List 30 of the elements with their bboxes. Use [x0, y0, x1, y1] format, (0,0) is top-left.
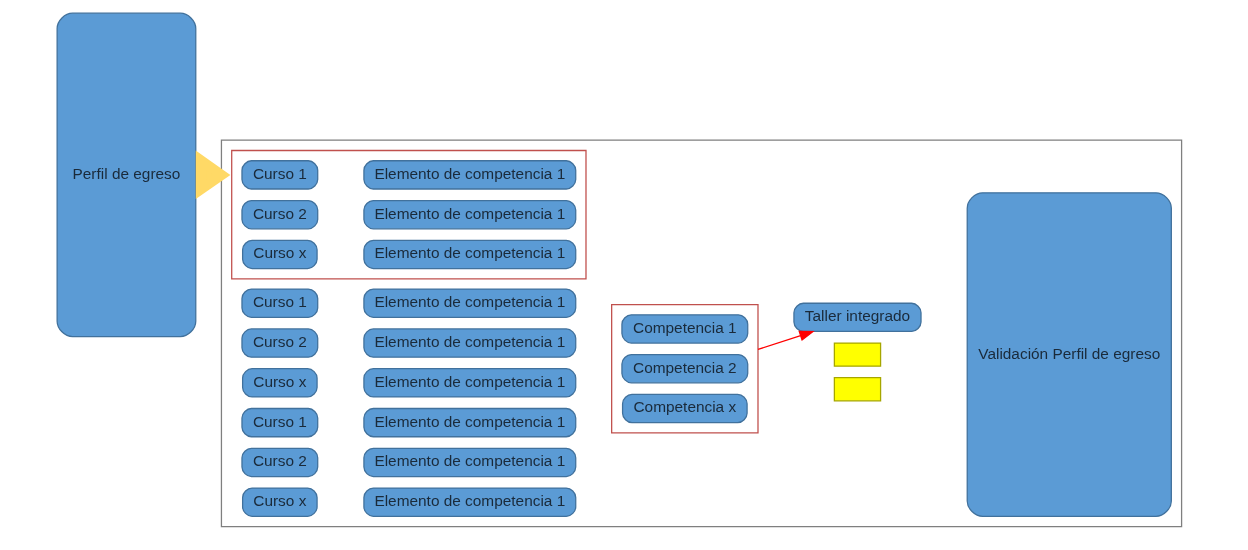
- node-box: Elemento de competencia 1: [362, 368, 576, 398]
- node-box: Elemento de competencia 1: [362, 407, 576, 438]
- node-box: Curso 1: [240, 407, 318, 438]
- node-box: Competencia 1: [620, 314, 748, 344]
- node-box: Curso x: [241, 368, 318, 398]
- node-box: Curso 1: [240, 288, 318, 318]
- node-box: Curso 2: [240, 447, 318, 478]
- node-box: Elemento de competencia 1: [362, 199, 576, 230]
- node-box: [833, 377, 881, 402]
- node-box: Curso 2: [240, 328, 318, 358]
- node-box: Elemento de competencia 1: [362, 328, 576, 358]
- node-box: Competencia x: [621, 393, 748, 424]
- node-box: Elemento de competencia 1: [362, 447, 576, 478]
- node-box: Curso x: [241, 487, 318, 517]
- node-box: [833, 342, 881, 367]
- node-box: Elemento de competencia 1: [362, 239, 576, 270]
- node-box: Curso 2: [240, 199, 318, 230]
- node-box: Curso x: [241, 239, 318, 270]
- node-box: Elemento de competencia 1: [362, 288, 576, 318]
- node-box: Validación Perfil de egreso: [966, 192, 1172, 517]
- node-box: Elemento de competencia 1: [362, 160, 576, 190]
- node-box: Elemento de competencia 1: [362, 487, 576, 517]
- node-box: Curso 1: [240, 160, 318, 190]
- cluster: [610, 303, 759, 434]
- cluster: [220, 139, 1182, 528]
- cluster: [230, 149, 587, 280]
- node-box: Taller integrado: [792, 302, 922, 333]
- arrow: [756, 330, 815, 351]
- node-box: Perfil de egreso: [56, 12, 196, 338]
- node-box: Competencia 2: [620, 353, 748, 384]
